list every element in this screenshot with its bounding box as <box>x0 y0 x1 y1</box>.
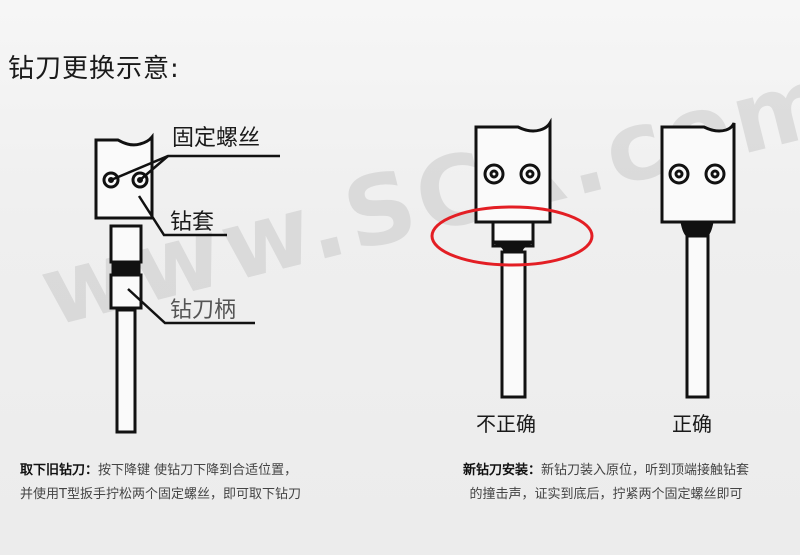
screw-icon <box>668 163 690 185</box>
install-line1: 新钻刀装入原位，听到顶端接触钻套 <box>541 463 750 478</box>
remove-heading: 取下旧钻刀： <box>20 463 99 478</box>
screw-icon <box>519 163 541 185</box>
caption-correct: 正确 <box>672 412 712 436</box>
sleeve-block <box>94 132 154 220</box>
collet-band <box>111 260 141 277</box>
screw-icon <box>483 163 505 185</box>
install-instructions: 新钻刀安装：新钻刀装入原位，听到顶端接触钻套 的撞击声，证实到底后，拧紧两个固定… <box>426 459 786 507</box>
screw-icon <box>704 163 726 185</box>
install-line2: 的撞击声，证实到底后，拧紧两个固定螺丝即可 <box>469 487 743 502</box>
collet-lower <box>109 273 143 310</box>
remove-line1: 按下降键 使钻刀下降到合适位置， <box>98 463 298 478</box>
remove-line2: 并使用T型扳手拧松两个固定螺丝，即可取下钻刀 <box>20 487 301 502</box>
install-heading: 新钻刀安装： <box>462 463 541 478</box>
label-sleeve: 钻套 <box>170 210 215 235</box>
label-shank: 钻刀柄 <box>170 298 237 323</box>
shank-leader <box>127 288 255 325</box>
label-screw: 固定螺丝 <box>172 126 261 151</box>
remove-instructions: 取下旧钻刀：按下降键 使钻刀下降到合适位置， 并使用T型扳手拧松两个固定螺丝，即… <box>20 459 301 507</box>
sleeve-leader <box>137 195 227 237</box>
highlight-ellipse <box>430 205 594 267</box>
page-title: 钻刀更换示意: <box>8 54 180 84</box>
shank <box>115 308 137 434</box>
collet-upper <box>109 224 143 264</box>
caption-incorrect: 不正确 <box>476 412 536 436</box>
